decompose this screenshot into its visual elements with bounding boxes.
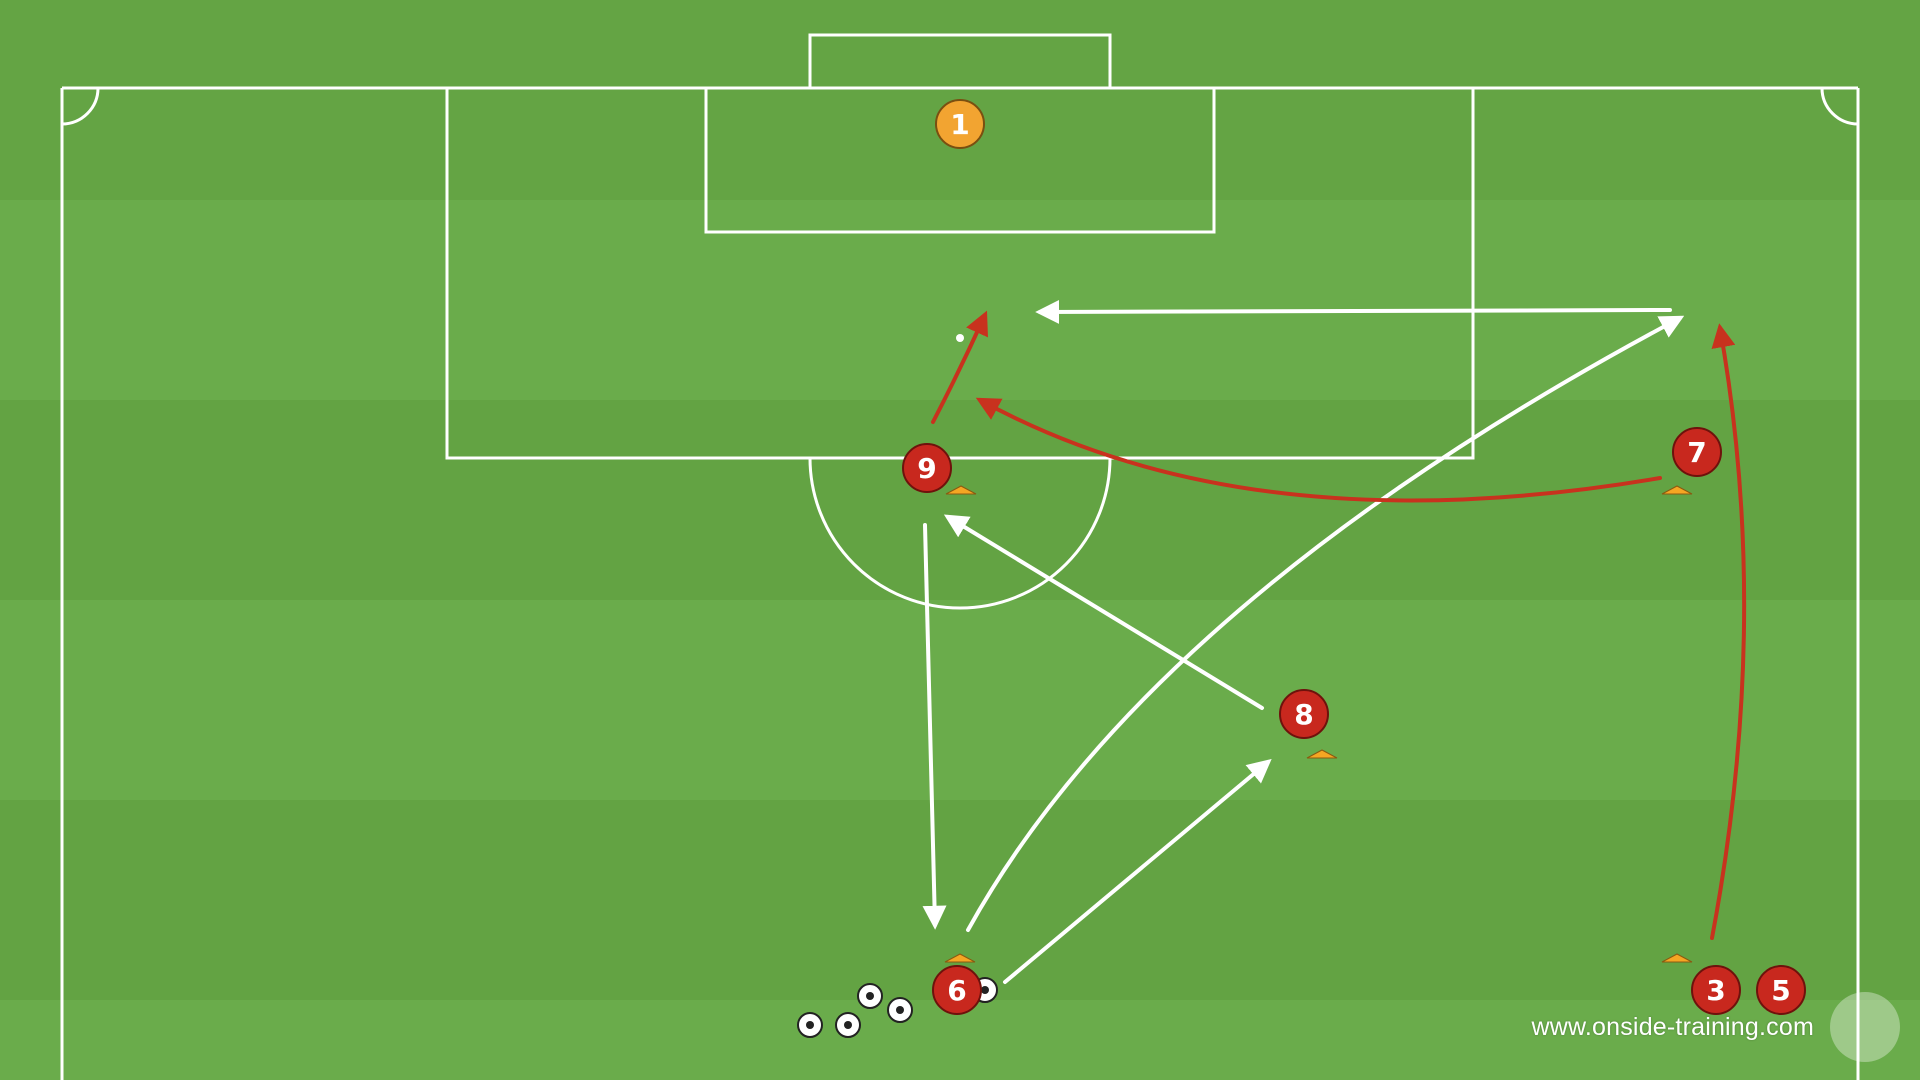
soccer-ball-icon	[835, 1012, 861, 1038]
run-arrow	[1710, 323, 1747, 940]
cone-icon	[1661, 485, 1693, 495]
cone-icon	[1661, 953, 1693, 963]
onside-logo-icon	[1830, 992, 1900, 1062]
cones	[944, 485, 1693, 963]
corner-arc-right	[1820, 87, 1859, 126]
soccer-ball-icon	[797, 1012, 823, 1038]
corner-arc-left	[61, 87, 100, 126]
cone-icon	[1306, 749, 1338, 759]
cone-icon	[944, 953, 976, 963]
soccer-ball-icon	[887, 997, 913, 1023]
pass-arrow	[966, 315, 1685, 932]
player-5: 5	[1756, 965, 1806, 1015]
pass-arrow	[922, 523, 947, 930]
player-7: 7	[1672, 427, 1722, 477]
cone-icon	[945, 485, 977, 495]
run-arrow	[931, 310, 988, 424]
pass-arrow	[1035, 299, 1672, 324]
pass-arrow	[943, 514, 1264, 710]
soccer-ball-icon	[857, 983, 883, 1009]
run-arrows	[931, 310, 1747, 940]
watermark-text: www.onside-training.com	[1531, 1013, 1814, 1041]
player-label: 9	[917, 452, 936, 485]
pass-arrows	[922, 299, 1685, 984]
player-label: 5	[1771, 974, 1790, 1007]
player-3: 3	[1691, 965, 1741, 1015]
pitch-lines	[60, 33, 1860, 1080]
player-label: 3	[1706, 974, 1725, 1007]
pass-arrow	[1003, 758, 1272, 984]
player-label: 7	[1687, 436, 1706, 469]
penalty-arc	[808, 457, 1112, 610]
player-9: 9	[902, 443, 952, 493]
player-8: 8	[1279, 689, 1329, 739]
run-arrow	[975, 397, 1662, 503]
player-label: 8	[1294, 698, 1313, 731]
player-label: 1	[950, 108, 969, 141]
penalty-spot	[956, 334, 964, 342]
players: 1 9 7 8 6 3 5	[902, 99, 1806, 1015]
goalkeeper: 1	[935, 99, 985, 149]
player-6: 6	[932, 965, 982, 1015]
player-label: 6	[947, 974, 966, 1007]
six-yard-box	[704, 86, 1216, 234]
goal	[808, 33, 1112, 88]
